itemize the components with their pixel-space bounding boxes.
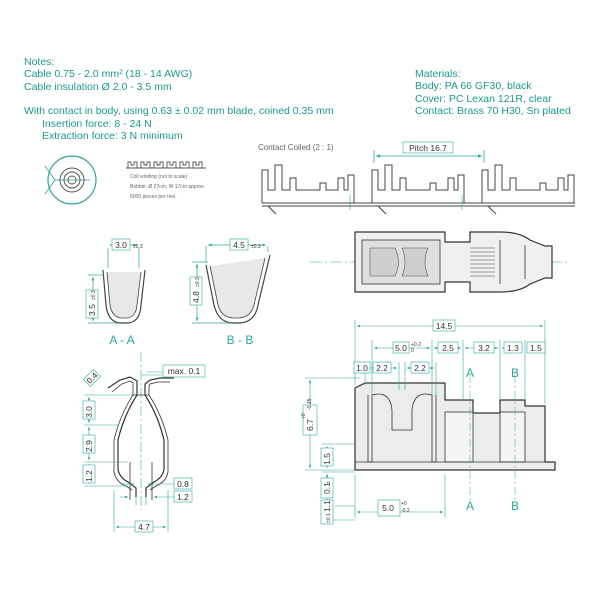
bb-height-tol: ±0.3 [195, 277, 201, 287]
side-1-0: 1.0 [356, 363, 368, 373]
section-b-b: 4.5 ±0.3 4.8 ±0.3 B - B [189, 238, 271, 347]
side-2-2b: 2.2 [414, 363, 426, 373]
side-mark-b-bottom: B [511, 499, 519, 513]
side-view: A B A B 14.5 5.0 +0.2 0 2.5 3.2 1.3 1.5 [301, 319, 556, 525]
coil-reel-icon [47, 155, 97, 205]
side-14-5: 14.5 [436, 321, 453, 331]
pitch-label: Pitch 16.7 [409, 143, 447, 153]
notes-insertion-force: Insertion force: 8 - 24 N [42, 117, 152, 130]
side-0-1: 0.1 [322, 482, 332, 494]
contact-coiled-title: Contact Coiled (2 : 1) [258, 143, 334, 152]
notes-heading: Notes: [24, 56, 55, 68]
front-0-4: 0.4 [84, 370, 100, 386]
front-2-9: 2.9 [84, 440, 94, 452]
side-0-1-tol: ± [326, 481, 332, 484]
section-a-a: 3.0 ±0.3 3.5 ±0.3 A - A [85, 238, 146, 347]
materials-body: Body: PA 66 GF30, black [415, 80, 532, 93]
side-3-2: 3.2 [478, 343, 490, 353]
front-4-7: 4.7 [138, 522, 150, 532]
side-2-5: 2.5 [442, 343, 454, 353]
side-2-2a: 2.2 [376, 363, 388, 373]
bb-width-tol: ±0.3 [251, 244, 261, 250]
materials-contact: Contact: Brass 70 H30, Sn plated [415, 105, 571, 118]
materials-heading: Materials: [415, 68, 461, 80]
side-5-0: 5.0 [395, 343, 407, 353]
side-5-0b: 5.0 [382, 503, 394, 513]
aa-label: A - A [109, 333, 134, 347]
aa-height: 3.5 [87, 304, 97, 316]
side-mark-a-bottom: A [466, 499, 474, 513]
side-mark-a-top: A [466, 366, 474, 380]
aa-width: 3.0 [115, 240, 127, 250]
materials-cover: Cover: PC Lexan 121R, clear [415, 92, 552, 105]
side-6-7: 6.7 [305, 419, 315, 431]
notes-cable-insulation: Cable insulation Ø 2.0 - 3.5 mm [24, 80, 172, 93]
notes-cable-size: Cable 0.75 - 2.0 mm² (18 - 14 AWG) [24, 68, 193, 81]
aa-width-tol: ±0.3 [133, 244, 143, 250]
front-max: max. 0.1 [168, 366, 201, 376]
notes-extraction-force: Extraction force: 3 N minimum [42, 130, 183, 143]
front-3-0: 3.0 [84, 406, 94, 418]
top-view [310, 231, 570, 293]
bb-height: 4.8 [191, 291, 201, 303]
notes-block: Notes: Cable 0.75 - 2.0 mm² (18 - 14 AWG… [24, 56, 334, 142]
coil-illustration: Coil winding (not to scale) Bobbin: Ø 27… [44, 155, 206, 205]
side-5-0-tol-up: +0.2 [411, 342, 421, 348]
notes-contact: With contact in body, using 0.63 ± 0.02 … [24, 105, 334, 118]
side-5-0-tol-dn: 0 [411, 348, 414, 354]
front-view: max. 0.1 0.4 3.0 2.9 1.2 0.8 1.2 4.7 [82, 352, 206, 533]
side-5-0b-tol-up: +0 [401, 501, 407, 507]
side-mark-b-top: B [511, 366, 519, 380]
side-1-5v: 1.5 [322, 453, 332, 465]
side-1-1: 1.1 [322, 500, 332, 512]
contact-coiled-view: Contact Coiled (2 : 1) Pitch 16.7 [258, 141, 575, 215]
front-0-8: 0.8 [177, 479, 189, 489]
coil-caption: Coil winding (not to scale) [130, 174, 188, 180]
side-1-5: 1.5 [530, 343, 542, 353]
coil-bobbin: Bobbin: Ø 27cm, W 17cm approx. [130, 184, 205, 190]
contact-strip-icon [127, 161, 203, 168]
bb-width: 4.5 [233, 240, 245, 250]
side-6-7-tol-up: +0 [301, 413, 307, 419]
side-6-7-tol-dn: -0.15 [307, 398, 313, 410]
side-1-1-tol: ±0.1 [326, 513, 332, 523]
materials-block: Materials: Body: PA 66 GF30, black Cover… [415, 68, 571, 118]
front-1-2: 1.2 [84, 470, 94, 482]
side-1-3: 1.3 [507, 343, 519, 353]
side-5-0b-tol-dn: -0.2 [401, 508, 410, 514]
aa-height-tol: ±0.3 [91, 290, 97, 300]
front-1-2b: 1.2 [177, 492, 189, 502]
bb-label: B - B [227, 333, 254, 347]
coil-pieces: 5000 pieces per reel. [130, 194, 177, 200]
